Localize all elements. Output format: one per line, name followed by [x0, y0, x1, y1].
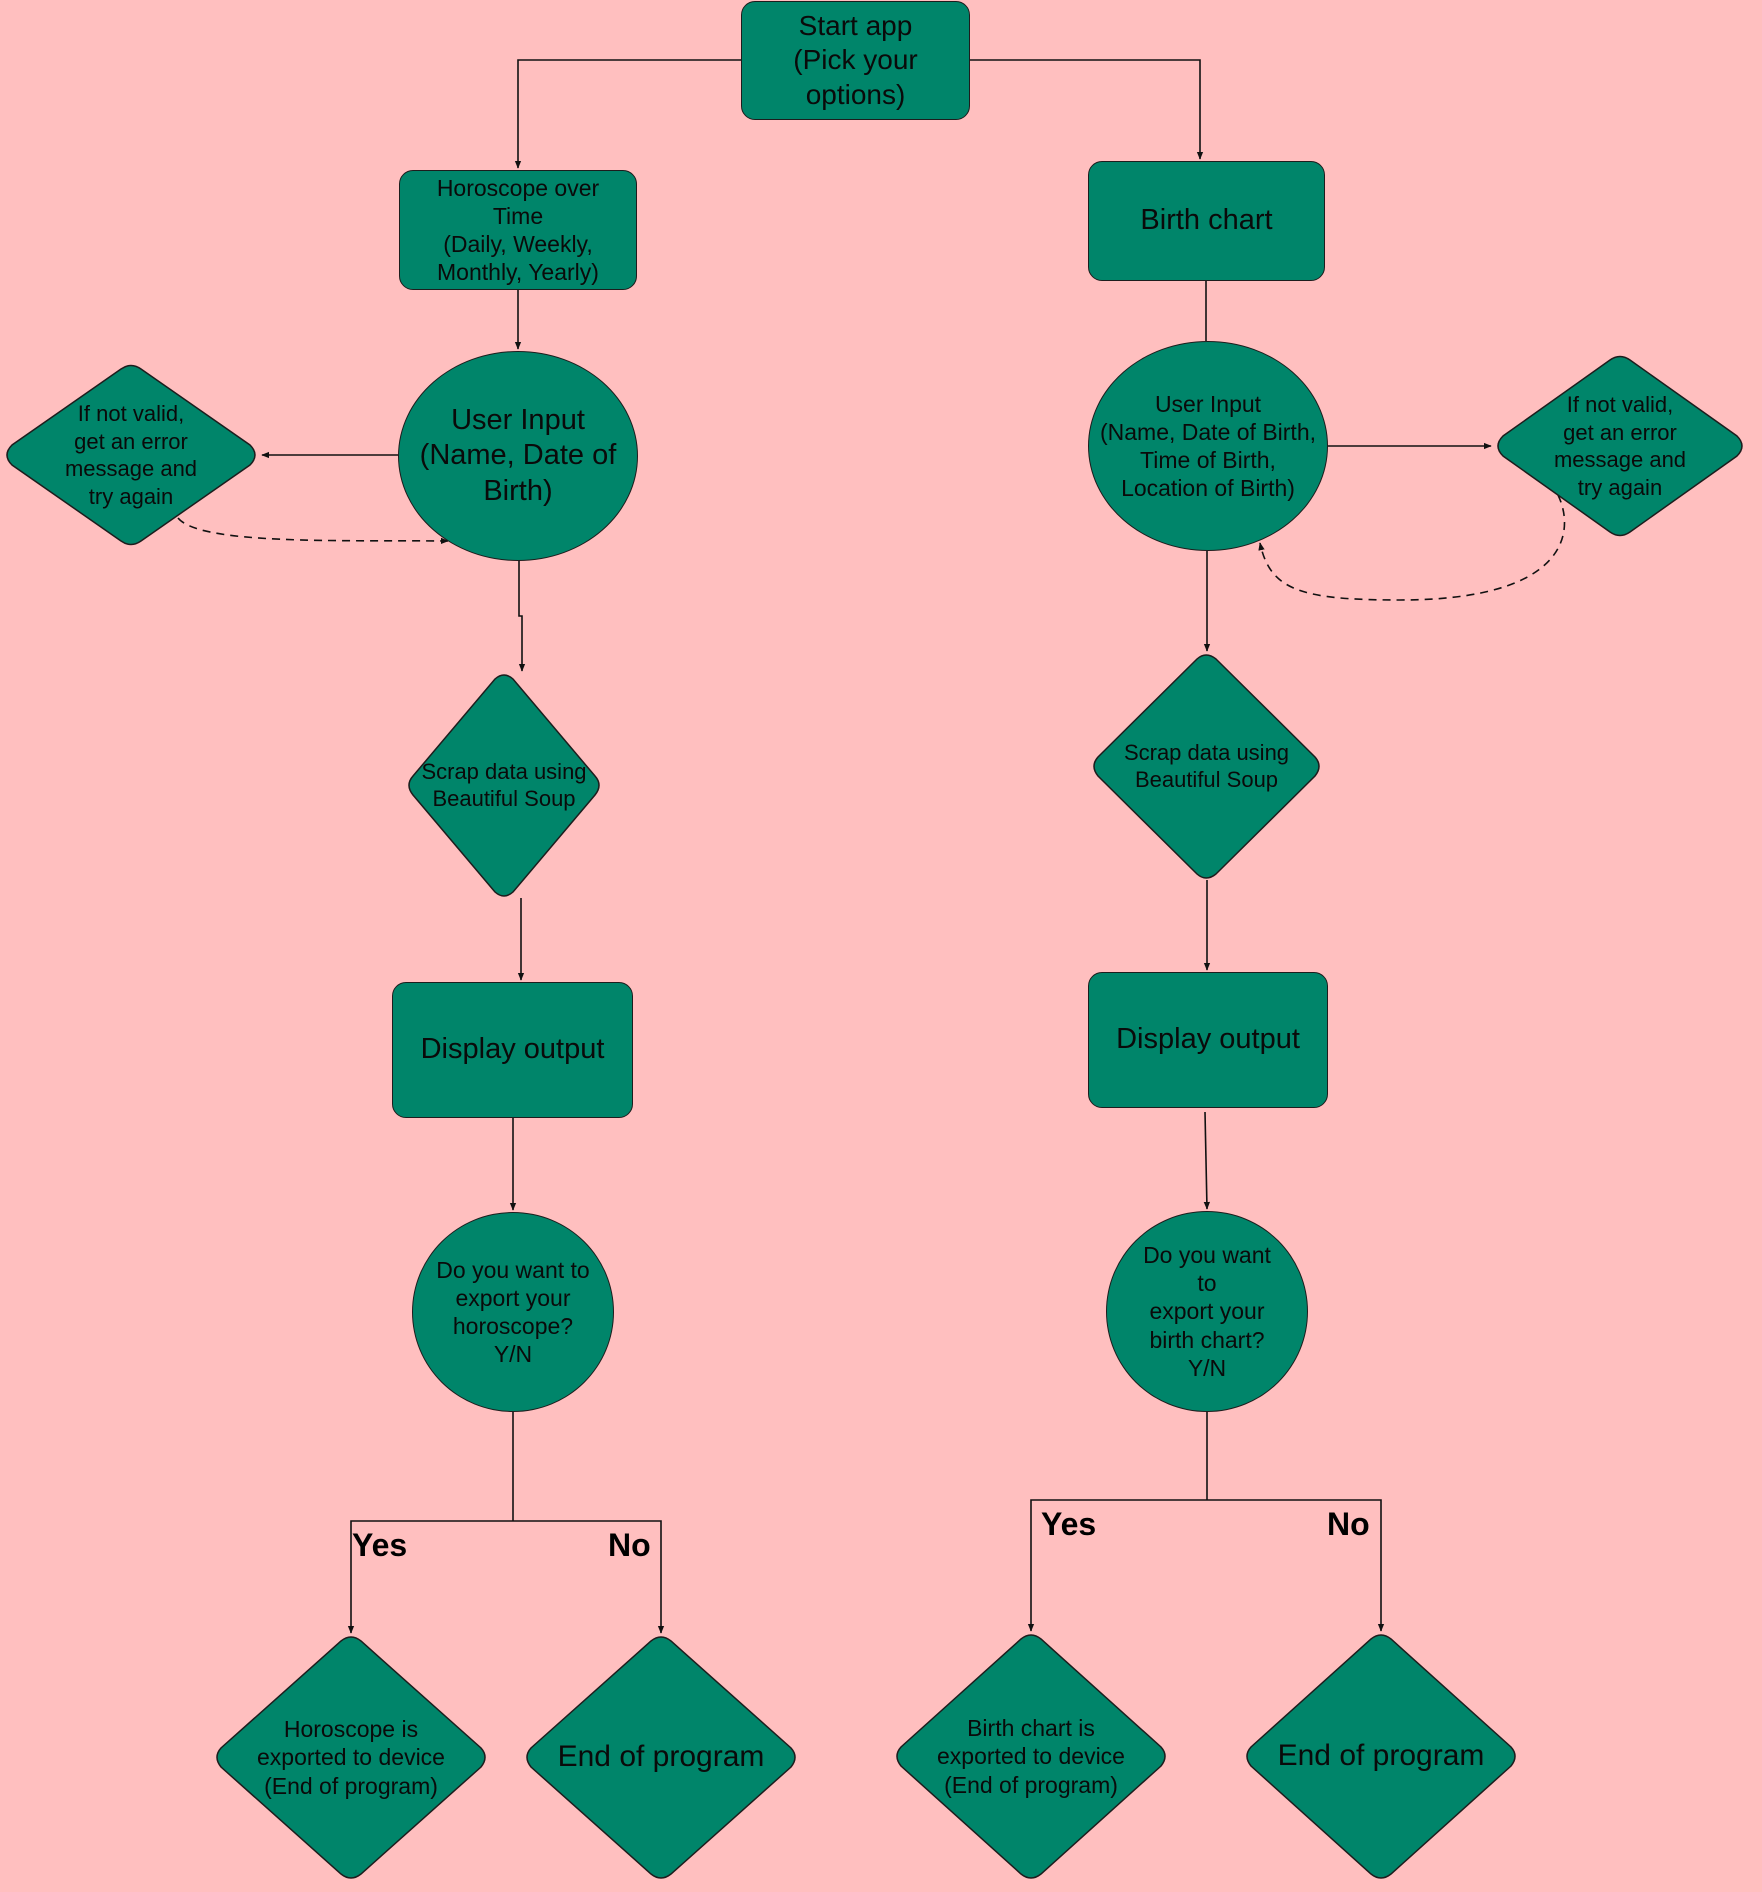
right-export-question-node: Do you want to export your birth chart? … — [1106, 1211, 1308, 1412]
edge-error-retry-right — [1258, 494, 1566, 601]
birth-chart-node: Birth chart — [1088, 161, 1325, 281]
right-exported-label: Birth chart is exported to device (End o… — [937, 1715, 1125, 1798]
right-export-question-label: Do you want to export your birth chart? … — [1143, 1242, 1271, 1381]
left-scrape-node: Scrap data using Beautiful Soup — [405, 673, 603, 898]
horoscope-over-time-label: Horoscope over Time (Daily, Weekly, Mont… — [436, 174, 600, 286]
left-user-input-label: User Input (Name, Date of Birth) — [419, 403, 617, 507]
birth-chart-label: Birth chart — [1140, 204, 1273, 237]
edge-left-no — [513, 1520, 665, 1634]
edge-right-yes — [1027, 1499, 1207, 1632]
left-yes-label: Yes — [352, 1527, 408, 1563]
left-scrape-label: Scrap data using Beautiful Soup — [421, 758, 587, 811]
left-no-label: No — [608, 1527, 651, 1563]
right-display-output-node: Display output — [1088, 972, 1328, 1108]
left-display-output-label: Display output — [420, 1033, 605, 1066]
left-user-input-node: User Input (Name, Date of Birth) — [398, 351, 638, 561]
right-yes-label: Yes — [1041, 1506, 1097, 1542]
right-end-diamond — [1243, 1633, 1519, 1880]
right-error-diamond — [1493, 355, 1747, 537]
left-export-question-node: Do you want to export your horoscope? Y/… — [412, 1212, 614, 1412]
right-exported-node: Birth chart is exported to device (End o… — [893, 1633, 1169, 1880]
right-no-label: No — [1327, 1506, 1370, 1542]
right-error-label: If not valid, get an error message and t… — [1553, 392, 1687, 500]
left-end-diamond — [523, 1635, 799, 1880]
right-scrape-diamond — [1090, 653, 1323, 880]
left-export-question-label: Do you want to export your horoscope? Y/… — [436, 1256, 590, 1368]
left-error-label: If not valid, get an error message and t… — [64, 401, 198, 509]
left-scrape-diamond — [405, 673, 603, 898]
edge-start-to-birth-chart — [970, 59, 1204, 160]
edge-display-to-question-right — [1203, 1111, 1211, 1210]
edge-right-no — [1207, 1499, 1385, 1632]
right-user-input-node: User Input (Name, Date of Birth, Time of… — [1088, 341, 1328, 551]
right-user-input-label: User Input (Name, Date of Birth, Time of… — [1099, 390, 1317, 502]
left-error-diamond — [2, 364, 260, 546]
edge-error-retry-left — [177, 517, 449, 545]
edge-start-to-horoscope — [514, 59, 741, 169]
left-exported-diamond — [213, 1635, 489, 1880]
left-exported-node: Horoscope is exported to device (End of … — [213, 1635, 489, 1880]
left-error-node: If not valid, get an error message and t… — [2, 364, 260, 546]
right-display-output-label: Display output — [1116, 1023, 1300, 1056]
right-end-node: End of program — [1243, 1633, 1519, 1880]
left-display-output-node: Display output — [392, 982, 633, 1118]
start-node: Start app (Pick your options) — [741, 1, 970, 120]
horoscope-over-time-node: Horoscope over Time (Daily, Weekly, Mont… — [399, 170, 637, 290]
left-end-label: End of program — [557, 1740, 765, 1774]
right-end-label: End of program — [1277, 1739, 1485, 1773]
right-scrape-node: Scrap data using Beautiful Soup — [1090, 653, 1323, 880]
right-exported-diamond — [893, 1633, 1169, 1880]
right-error-node: If not valid, get an error message and t… — [1493, 355, 1747, 537]
edge-left-yes — [347, 1520, 513, 1634]
left-exported-label: Horoscope is exported to device (End of … — [257, 1716, 445, 1799]
edge-user-input-to-scrape-left — [518, 560, 526, 672]
start-node-label: Start app (Pick your options) — [793, 10, 918, 110]
left-end-node: End of program — [523, 1635, 799, 1880]
right-scrape-label: Scrap data using Beautiful Soup — [1123, 739, 1290, 792]
